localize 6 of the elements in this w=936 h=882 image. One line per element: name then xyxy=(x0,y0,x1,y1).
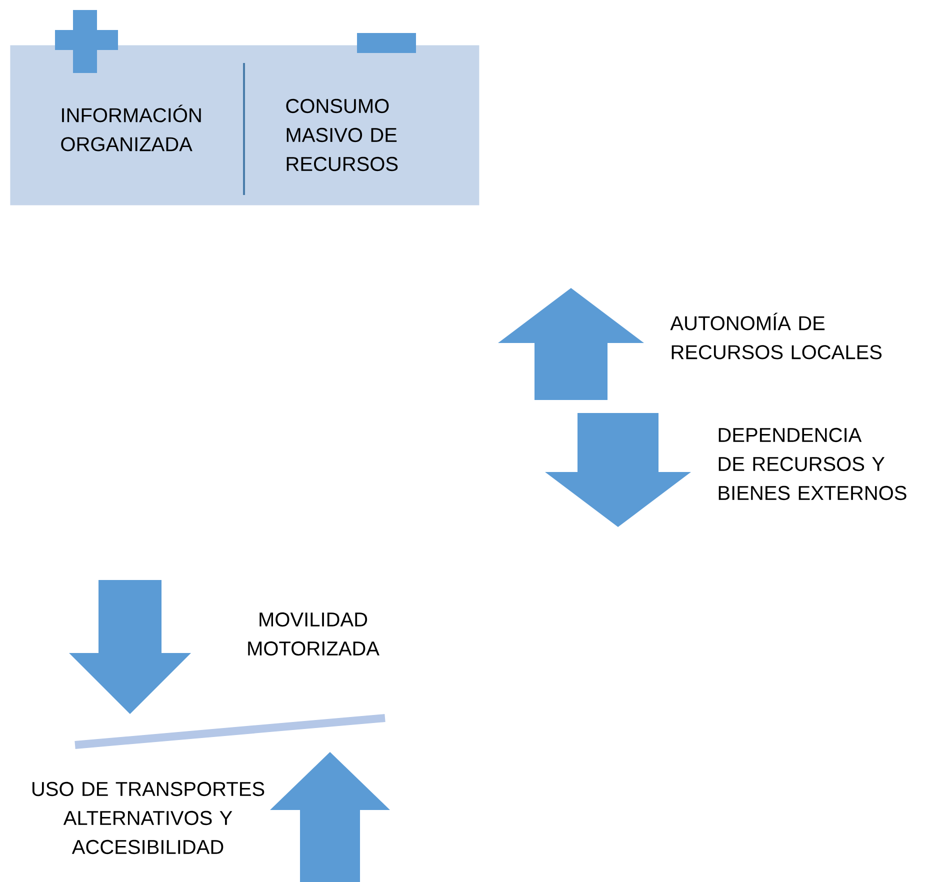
battery-label: INFORMACIÓN ORGANIZADA xyxy=(61,104,201,152)
arrow-label: DEPENDENCIA DE RECURSOS Y BIENES EXTERNOS xyxy=(718,428,906,500)
battery-label: CONSUMO MASIVO DE RECURSOS xyxy=(286,98,398,172)
arrow-label: USO DE TRANSPORTES ALTERNATIVOS Y ACCESIBILIDAD xyxy=(32,782,264,854)
arrow-label: MOVILIDAD MOTORIZADA xyxy=(248,612,380,656)
arrow-label: AUTONOMÍA DE RECURSOS LOCALES xyxy=(670,312,882,360)
